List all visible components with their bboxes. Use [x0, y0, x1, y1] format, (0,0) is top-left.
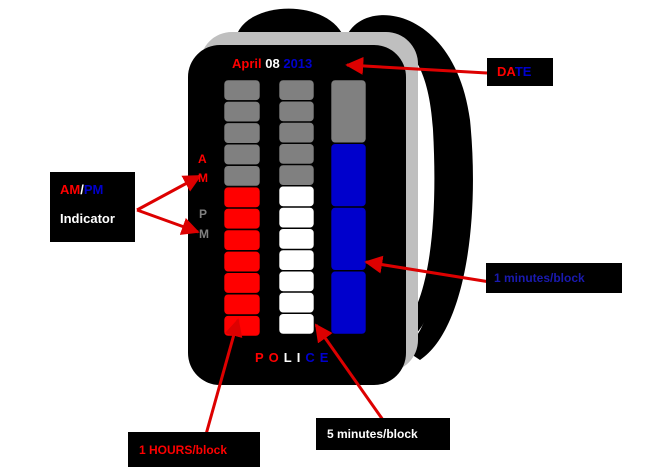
five-minutes-column: [278, 79, 315, 335]
hour-block-unlit: [223, 79, 261, 101]
hour-block-lit: [223, 229, 261, 251]
minute-block-lit: [330, 270, 367, 335]
date-year: 2013: [283, 56, 313, 71]
hour-block-lit: [223, 293, 261, 315]
one-hour-arrow: [203, 318, 243, 439]
five-minute-block-lit: [278, 270, 315, 292]
hour-block-unlit: [223, 122, 261, 144]
watch-date: April 08 2013: [232, 56, 312, 71]
minutes-column: [330, 79, 367, 335]
five-minute-block-unlit: [278, 100, 315, 122]
pm-letter-m: M: [199, 227, 209, 241]
ampm-callout-title: AM/PM: [60, 182, 103, 197]
brand-name: POLICE: [255, 350, 333, 365]
five-minutes-arrow: [314, 323, 385, 421]
five-minute-block-lit: [278, 292, 315, 314]
hour-block-lit: [223, 208, 261, 230]
five-minute-block-unlit: [278, 122, 315, 144]
one-minute-callout: 1 minutes/block: [486, 263, 622, 293]
hour-block-unlit: [223, 165, 261, 187]
one-minute-arrow: [364, 255, 491, 284]
date-callout-part1: DA: [497, 64, 515, 79]
one-hour-callout: 1 HOURS/block: [128, 432, 260, 467]
brand-letter: C: [305, 350, 320, 365]
date-arrow: [345, 56, 488, 75]
ampm-callout-pm: PM: [83, 182, 104, 197]
ampm-callout: AM/PM Indicator: [50, 172, 135, 242]
brand-letter: E: [319, 350, 334, 365]
ampm-callout-slash: /: [80, 182, 84, 197]
pm-letter-p: P: [199, 207, 208, 221]
date-callout-text: DATE: [497, 64, 531, 79]
hour-block-lit: [223, 272, 261, 294]
five-minutes-callout-text: 5 minutes/block: [327, 427, 418, 441]
brand-letter: L: [283, 350, 297, 365]
minute-block-lit: [330, 207, 367, 271]
five-minute-block-unlit: [278, 79, 315, 101]
minute-block-unlit: [330, 79, 367, 144]
brand-letter: P: [255, 350, 269, 365]
one-hour-callout-text: 1 HOURS/block: [139, 443, 228, 457]
hour-block-lit: [223, 251, 261, 273]
date-callout: DATE: [487, 58, 553, 86]
five-minute-block-unlit: [278, 143, 315, 165]
five-minute-block-lit: [278, 313, 315, 335]
am-arrow: [136, 174, 202, 212]
five-minutes-callout: 5 minutes/block: [316, 418, 450, 450]
hour-block-unlit: [223, 101, 261, 123]
five-minute-block-lit: [278, 207, 315, 229]
date-day: 08: [265, 56, 280, 71]
ampm-callout-am: AM: [60, 182, 81, 197]
five-minute-block-lit: [278, 228, 315, 250]
am-letter-m: M: [198, 171, 208, 185]
ampm-callout-indicator: Indicator: [60, 211, 115, 226]
five-minute-block-lit: [278, 185, 315, 207]
five-minute-block-unlit: [278, 164, 315, 186]
minute-block-lit: [330, 143, 367, 207]
brand-letter: O: [268, 350, 284, 365]
hour-block-unlit: [223, 143, 261, 165]
date-month: April: [232, 56, 262, 71]
date-callout-part2: TE: [514, 64, 532, 79]
brand-letter: I: [296, 350, 306, 365]
hour-block-lit: [223, 315, 261, 337]
pm-arrow: [136, 208, 200, 235]
am-letter-a: A: [198, 152, 207, 166]
five-minute-block-lit: [278, 249, 315, 271]
one-minute-callout-text: 1 minutes/block: [494, 271, 585, 285]
hour-block-lit: [223, 186, 261, 208]
